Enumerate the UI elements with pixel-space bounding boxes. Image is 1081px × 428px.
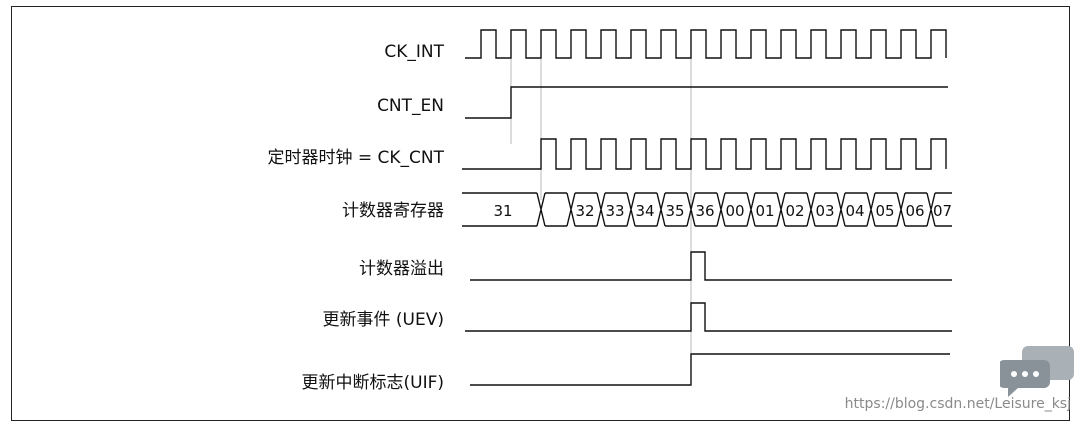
label-update-interrupt-flag: 更新中断标志(UIF) bbox=[302, 373, 445, 393]
counter-value: 32 bbox=[575, 202, 594, 220]
update-event-waveform bbox=[465, 302, 952, 332]
counter-value: 01 bbox=[755, 202, 774, 220]
counter-value: 36 bbox=[695, 202, 714, 220]
counter-value: 05 bbox=[875, 202, 894, 220]
counter-register-bus: 31 32 33 34 35 36 00 01 02 03 04 05 06 07 bbox=[462, 192, 952, 227]
counter-value: 02 bbox=[785, 202, 804, 220]
counter-value: 07 bbox=[933, 202, 952, 220]
label-counter-overflow: 计数器溢出 bbox=[359, 259, 444, 279]
counter-value: 03 bbox=[815, 202, 834, 220]
label-counter-register: 计数器寄存器 bbox=[342, 201, 444, 221]
label-ck-cnt: 定时器时钟 = CK_CNT bbox=[267, 148, 444, 168]
label-ck-int: CK_INT bbox=[384, 42, 444, 62]
counter-value: 04 bbox=[845, 202, 864, 220]
cnt-en-waveform bbox=[465, 86, 948, 119]
counter-value: 06 bbox=[905, 202, 924, 220]
uif-waveform bbox=[470, 353, 950, 386]
counter-value: 33 bbox=[605, 202, 624, 220]
source-watermark: https://blog.csdn.net/Leisure_ksj bbox=[844, 396, 1071, 412]
counter-value: 35 bbox=[665, 202, 684, 220]
chat-bubble-icon[interactable] bbox=[1000, 346, 1076, 398]
ck-int-waveform bbox=[465, 29, 947, 59]
ck-cnt-waveform bbox=[462, 138, 947, 170]
counter-bus-outline bbox=[462, 192, 952, 227]
counter-value: 34 bbox=[635, 202, 654, 220]
counter-value: 31 bbox=[493, 202, 512, 220]
label-update-event: 更新事件 (UEV) bbox=[323, 310, 444, 330]
diagram-frame bbox=[11, 6, 1070, 421]
counter-value: 00 bbox=[725, 202, 744, 220]
counter-overflow-waveform bbox=[470, 251, 952, 281]
label-cnt-en: CNT_EN bbox=[377, 96, 444, 116]
